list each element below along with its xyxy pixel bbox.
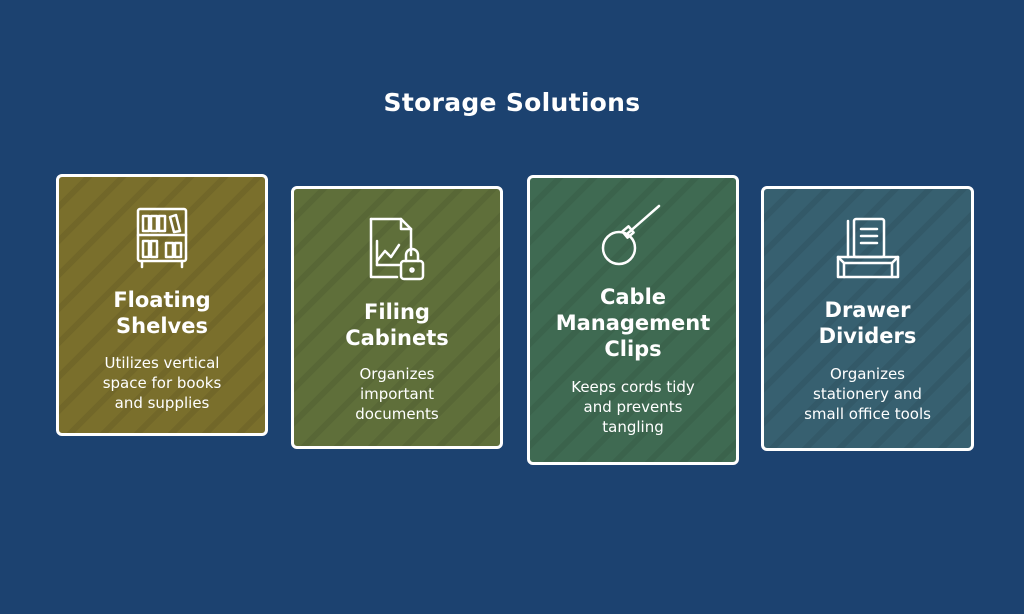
card-description: Utilizes vertical space for books and su… <box>102 354 222 412</box>
card-heading: Cable Management Clips <box>555 285 711 361</box>
card-heading: Floating Shelves <box>113 288 211 338</box>
card-filing-cabinets: Filing Cabinets Organizes important docu… <box>291 186 503 449</box>
cable-clip-icon <box>601 204 661 266</box>
page-title: Storage Solutions <box>383 88 641 117</box>
document-tray-icon <box>836 217 899 279</box>
card-floating-shelves: Floating Shelves Utilizes vertical space… <box>56 174 268 436</box>
card-description: Organizes stationery and small office to… <box>804 365 931 423</box>
card-description: Keeps cords tidy and prevents tangling <box>571 378 695 436</box>
card-cable-management-clips: Cable Management Clips Keeps cords tidy … <box>527 175 739 465</box>
card-heading: Drawer Dividers <box>818 298 917 348</box>
card-heading: Filing Cabinets <box>345 300 449 350</box>
locked-document-icon <box>369 217 425 281</box>
bookshelf-icon <box>136 207 188 269</box>
card-description: Organizes important documents <box>355 365 439 423</box>
card-drawer-dividers: Drawer Dividers Organizes stationery and… <box>761 186 974 451</box>
